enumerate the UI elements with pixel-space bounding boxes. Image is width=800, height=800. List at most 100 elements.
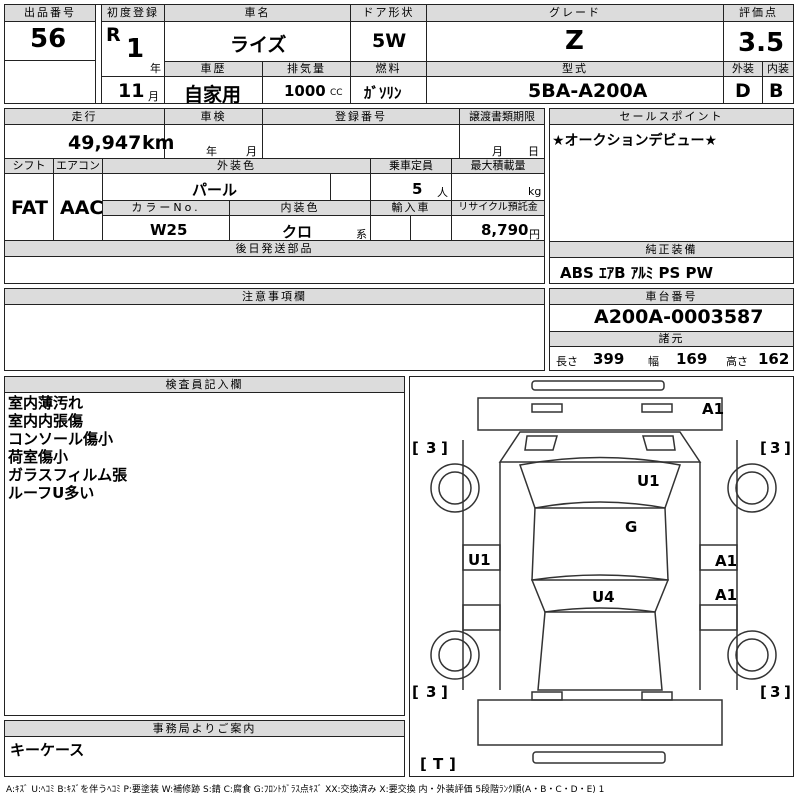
inspector-note: コンソール傷小 (8, 430, 114, 448)
capacity-label: 乗車定員 (371, 159, 451, 174)
office-label: 事務局よりご案内 (5, 721, 404, 737)
inspector-label: 検査員記入欄 (5, 377, 404, 393)
inspector-section (4, 376, 405, 716)
tire-bracket-right: ] (784, 683, 791, 701)
exterior-color: パール (192, 181, 238, 199)
tire-grade: 3 (426, 683, 437, 701)
damage-mark: A1 (715, 552, 738, 570)
width-label: 幅 (648, 355, 659, 368)
insp-month-unit: 月 (246, 145, 257, 158)
capacity: 5 (412, 180, 423, 198)
inspector-notes: 室内薄汚れ 室内内張傷 コンソール傷小 荷室傷小 ガラスフィルム張 ルーフU多い (8, 394, 127, 502)
load-unit: kg (528, 185, 542, 198)
mileage-label: 走行 (5, 109, 164, 125)
year-unit: 年 (150, 62, 161, 75)
tire-bracket-left: [ (760, 683, 767, 701)
cc-unit: CC (330, 88, 343, 98)
car-diagram (409, 376, 794, 777)
tire-grade: 3 (770, 683, 781, 701)
cc-label: 排気量 (263, 62, 350, 77)
transfer-label: 譲渡書類期限 (460, 109, 544, 125)
score: 3.5 (738, 28, 785, 58)
length: 399 (593, 350, 625, 368)
color-number: W25 (150, 221, 188, 239)
int-label: 内装 (763, 62, 793, 77)
score-label: 評価点 (724, 5, 793, 22)
capacity-unit: 人 (437, 186, 448, 199)
inspection-label: 車検 (165, 109, 262, 125)
transfer-day-unit: 日 (528, 145, 539, 158)
damage-mark: U1 (637, 472, 660, 490)
tire-grade: 3 (426, 439, 437, 457)
insp-year-unit: 年 (206, 145, 217, 158)
history-label: 車歴 (165, 62, 262, 77)
grade-label: グレード (427, 5, 723, 22)
ext-grade: D (735, 80, 751, 102)
legend: A:ｷｽﾞ U:ﾍｺﾐ B:ｷｽﾞを伴うﾍｺﾐ P:要塗装 W:補修跡 S:錆 … (6, 785, 605, 795)
inspector-note: 室内薄汚れ (8, 394, 84, 412)
car-name-label: 車名 (165, 5, 350, 22)
int-grade: B (769, 80, 784, 102)
grade: Z (565, 26, 584, 56)
equipment: ABS ｴｱB ｱﾙﾐ PS PW (560, 264, 714, 282)
tire-bracket-right: ] (441, 683, 448, 701)
tire-bracket-left: [ (412, 439, 419, 457)
mileage: 49,947 (68, 132, 142, 154)
tire-grade: 3 (770, 439, 781, 457)
month-unit: 月 (148, 90, 159, 103)
damage-mark: G (625, 518, 638, 536)
sales-point-label: セールスポイント (550, 109, 793, 125)
tire-bracket-right: ] (784, 439, 791, 457)
tire-bracket-left: [ (412, 683, 419, 701)
displacement: 1000 (284, 82, 326, 100)
load-label: 最大積載量 (452, 159, 544, 174)
length-label: 長さ (556, 355, 578, 368)
tire-bracket-right: ] (449, 755, 456, 773)
interior-color: クロ (282, 223, 313, 241)
later-parts-label: 後日発送部品 (5, 241, 544, 257)
equipment-label: 純正装備 (550, 242, 793, 258)
interior-color-suffix: 系 (356, 228, 367, 241)
height-label: 高さ (726, 355, 748, 368)
shift-label: シフト (5, 159, 53, 174)
width: 169 (676, 350, 708, 368)
model-label: 型式 (427, 62, 723, 77)
lot-label: 出品番号 (5, 5, 95, 22)
tire-bracket-left: [ (420, 755, 427, 773)
int-color-label: 内装色 (230, 201, 370, 216)
damage-mark: U1 (468, 551, 491, 569)
reg-month: 11 (118, 80, 145, 102)
height: 162 (758, 350, 790, 368)
fuel: ｶﾞｿﾘﾝ (364, 84, 402, 102)
caution-label: 注意事項欄 (5, 289, 544, 305)
door-label: ドア形状 (351, 5, 426, 22)
damage-mark: A1 (702, 400, 725, 418)
inspector-note: 室内内張傷 (8, 412, 84, 430)
ext-label: 外装 (724, 62, 762, 77)
inspector-note: ガラスフィルム張 (8, 466, 128, 484)
era: R (106, 24, 121, 46)
chassis-label: 車台番号 (550, 289, 793, 305)
spare-tire-mark: T (433, 755, 444, 773)
lot-number: 56 (30, 24, 67, 54)
reg-no-label: 登録番号 (263, 109, 459, 125)
spec-label: 諸元 (550, 332, 793, 347)
inspector-note: 荷室傷小 (8, 448, 69, 466)
inspector-note: ルーフU多い (8, 484, 95, 502)
damage-mark: U4 (592, 588, 615, 606)
recycle-label: リサイクル預託金 (452, 201, 544, 216)
color-label: 外装色 (103, 159, 370, 174)
import-label: 輸入車 (371, 201, 451, 216)
transfer-month-unit: 月 (492, 145, 503, 158)
recycle-unit: 円 (529, 228, 540, 241)
model-code: 5BA-A200A (528, 80, 648, 102)
tire-bracket-right: ] (441, 439, 448, 457)
sales-point-text: ★オークションデビュー★ (552, 133, 718, 149)
tire-bracket-left: [ (760, 439, 767, 457)
first-reg-label: 初度登録 (102, 5, 164, 22)
car-name: ライズ (230, 34, 287, 56)
color-no-label: カラーNo. (103, 201, 229, 216)
ac-label: エアコン (54, 159, 102, 174)
door-type: 5W (372, 30, 407, 52)
history: 自家用 (184, 84, 242, 106)
